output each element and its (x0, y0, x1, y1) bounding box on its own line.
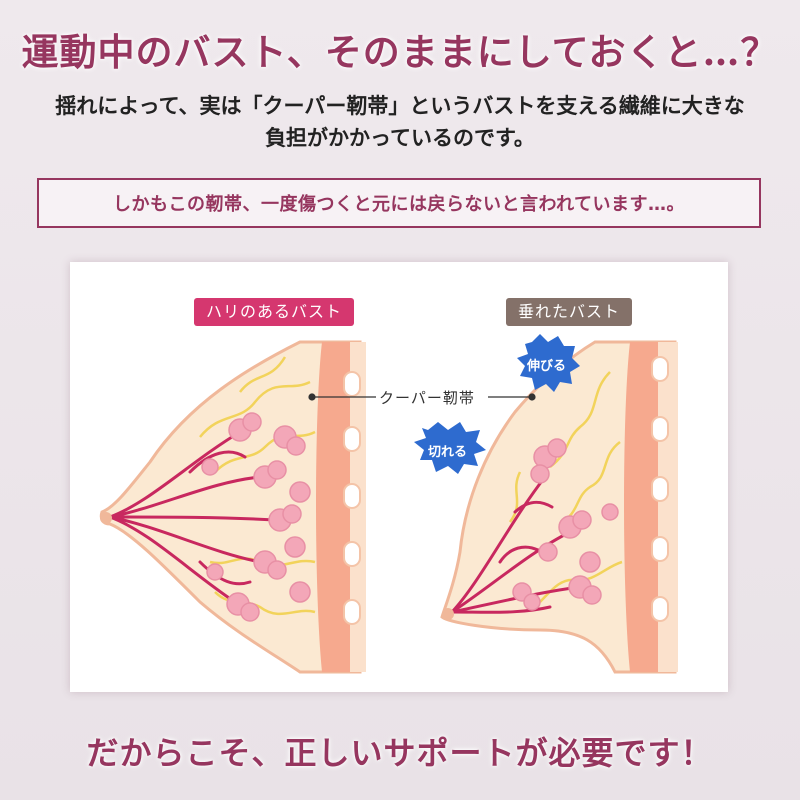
sagging-breast-illustration (440, 340, 678, 674)
firm-ribs (343, 371, 361, 625)
sag-rib-area (658, 342, 678, 672)
intro-line-1: 揺れによって、実は「クーパー靭帯」というバストを支える繊維に大きな (55, 94, 745, 118)
notice-box: しかもこの靭帯、一度傷つくと元には戻らないと言われています…。 (37, 178, 761, 228)
cooper-ligament-label: クーパー靭帯 (376, 387, 478, 408)
firm-breast-illustration (99, 340, 366, 674)
intro-line-2: 負担がかかっているのです。 (265, 126, 535, 150)
footer-message: だからこそ、正しいサポートが必要です！ (86, 734, 714, 772)
torn-label: 切れる (428, 445, 468, 460)
sag-ribs (651, 356, 669, 622)
ligament-leader-line (308, 393, 536, 401)
intro-text: 揺れによって、実は「クーパー靭帯」というバストを支える繊維に大きな 負担がかかっ… (30, 90, 770, 154)
sag-lobules (512, 438, 619, 611)
firm-breast-label: ハリのあるバスト (194, 298, 355, 326)
firm-ducts (108, 430, 277, 604)
firm-lobules (201, 412, 311, 622)
notice-text: しかもこの靭帯、一度傷つくと元には戻らないと言われています…。 (112, 194, 686, 215)
sagging-breast-label: 垂れたバスト (506, 298, 633, 326)
firm-rib-area (350, 342, 366, 672)
firm-nipple (100, 512, 112, 524)
firm-muscle (316, 342, 350, 672)
stretch-label: 伸びる (527, 359, 567, 374)
sag-muscle (624, 342, 658, 672)
diagram-panel: ハリのあるバスト 垂れたバスト クーパー靭帯 伸びる 切れる (70, 262, 728, 692)
breast-anatomy-illustration (99, 334, 678, 674)
headline: 運動中のバスト、そのままにしておくと…？ (21, 30, 779, 74)
stretch-burst-icon (517, 334, 580, 392)
torn-burst-icon (414, 422, 486, 474)
sag-breast-outline (440, 340, 677, 674)
sag-nipple (442, 608, 454, 620)
